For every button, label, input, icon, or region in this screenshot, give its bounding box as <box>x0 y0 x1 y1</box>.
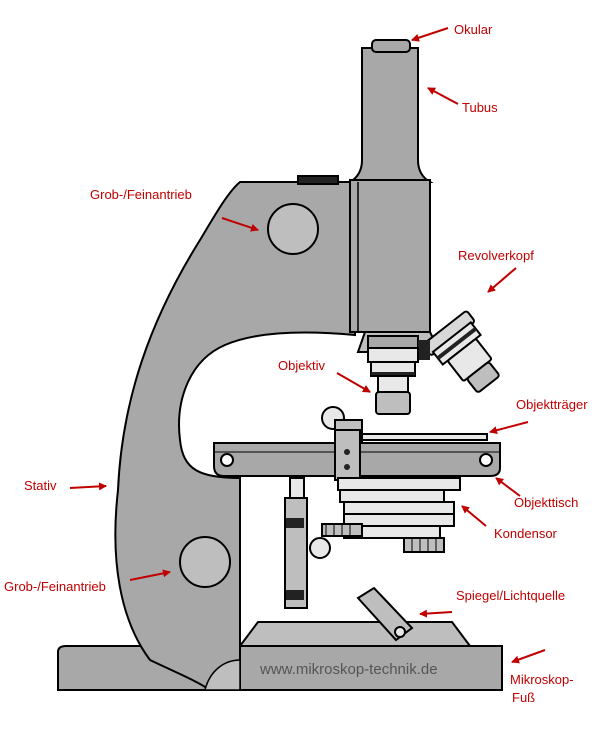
label-fuss-line1: Mikroskop- <box>510 672 574 687</box>
slide <box>361 433 488 441</box>
label-revolverkopf: Revolverkopf <box>458 248 534 263</box>
label-arrows <box>69 27 546 664</box>
objective-lens <box>367 347 419 415</box>
mirror-light-source <box>356 586 414 642</box>
watermark-text: www.mikroskop-technik.de <box>259 661 438 678</box>
condenser <box>321 477 461 553</box>
label-focus-top: Grob-/Feinantrieb <box>90 187 192 202</box>
substage <box>284 477 331 609</box>
label-objekttisch: Objekttisch <box>514 495 578 510</box>
label-tubus: Tubus <box>462 100 498 115</box>
tube <box>346 47 434 333</box>
label-objekttraeger: Objektträger <box>516 397 588 412</box>
stage <box>213 406 501 481</box>
revolver-nosepiece <box>356 310 500 393</box>
stand-arm <box>114 175 356 691</box>
label-spiegel: Spiegel/Lichtquelle <box>456 588 565 603</box>
coarse-fine-focus-knob-top[interactable] <box>267 203 319 255</box>
label-objektiv: Objektiv <box>278 358 325 373</box>
microscope-foot <box>57 621 503 691</box>
label-okular: Okular <box>454 22 493 37</box>
coarse-fine-focus-knob-bottom[interactable] <box>179 536 231 588</box>
label-fuss-line2: Fuß <box>512 690 535 705</box>
label-kondensor: Kondensor <box>494 526 558 541</box>
label-focus-bottom: Grob-/Feinantrieb <box>4 579 106 594</box>
label-stativ: Stativ <box>24 478 57 493</box>
eyepiece <box>371 39 411 53</box>
